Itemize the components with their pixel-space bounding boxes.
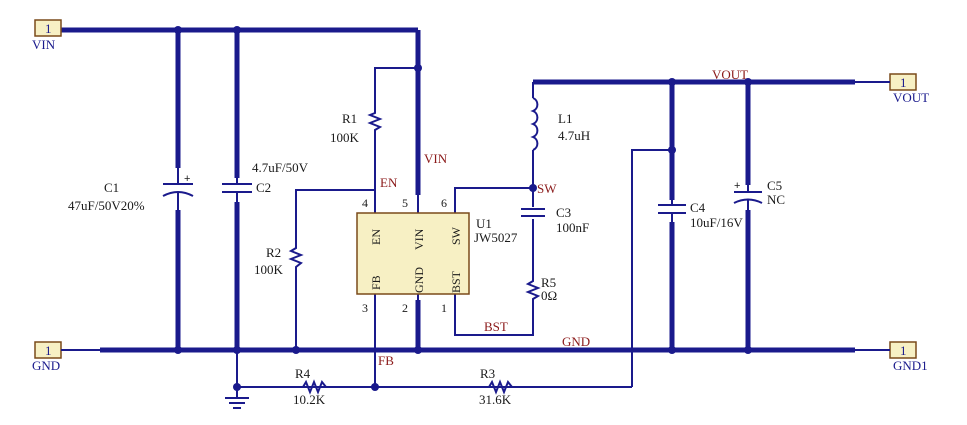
junction-dot bbox=[744, 78, 752, 86]
port-gnd-label: GND bbox=[32, 358, 60, 373]
port-vout-number: 1 bbox=[900, 75, 907, 90]
c1-ref-label: C1 bbox=[104, 180, 119, 195]
r5-value-label: 0Ω bbox=[541, 288, 557, 303]
r4-resistor-symbol bbox=[300, 379, 330, 395]
ic-pin-bst-name: BST bbox=[449, 270, 463, 293]
c3-ref-label: C3 bbox=[556, 205, 571, 220]
ic-pin-sw-number: 6 bbox=[441, 196, 447, 210]
net-label-en: EN bbox=[380, 175, 398, 190]
ic-pin-sw-name: SW bbox=[449, 226, 463, 245]
c4-ref-label: C4 bbox=[690, 200, 706, 215]
port-vin-box bbox=[34, 19, 62, 37]
r3-value-label: 31.6K bbox=[479, 392, 512, 407]
c2-capacitor-symbol bbox=[222, 178, 252, 202]
c2-value-label: 4.7uF/50V bbox=[252, 160, 309, 175]
r3-resistor-symbol bbox=[486, 379, 516, 395]
r2-resistor-symbol bbox=[288, 245, 304, 272]
port-vout-label: VOUT bbox=[893, 90, 929, 105]
junction-dot bbox=[414, 64, 422, 72]
junction-dot bbox=[174, 346, 182, 354]
r4-ref-label: R4 bbox=[295, 366, 311, 381]
ic-pin-gnd-number: 2 bbox=[402, 301, 408, 315]
junction-dot bbox=[668, 78, 676, 86]
c1-polarity-mark: + bbox=[184, 173, 190, 185]
l1-value-label: 4.7uH bbox=[558, 128, 590, 143]
r1-value-label: 100K bbox=[330, 130, 360, 145]
port-gnd-number: 1 bbox=[45, 343, 52, 358]
c5-polarity-mark: + bbox=[734, 180, 740, 192]
r1-ref-label: R1 bbox=[342, 111, 357, 126]
junction-dot bbox=[233, 26, 241, 34]
port-vin-number: 1 bbox=[45, 21, 52, 36]
c4-capacitor-symbol bbox=[658, 200, 686, 222]
l1-ref-label: L1 bbox=[558, 111, 572, 126]
junction-dot bbox=[668, 146, 676, 154]
net-label-fb: FB bbox=[378, 353, 394, 368]
ic-pin-vin-name: VIN bbox=[412, 228, 426, 250]
junction-dot bbox=[529, 184, 537, 192]
feedback-sense-wire bbox=[631, 149, 672, 387]
c5-ref-label: C5 bbox=[767, 178, 782, 193]
junction-dot bbox=[233, 383, 241, 391]
c1-capacitor-symbol bbox=[162, 168, 194, 210]
junction-dot bbox=[174, 26, 182, 34]
ic-pin-bst-number: 1 bbox=[441, 301, 447, 315]
port-vin-label: VIN bbox=[32, 37, 56, 52]
ic-ref-label: U1 bbox=[476, 216, 492, 231]
ground-icon bbox=[225, 397, 249, 409]
ic-pin-en-name: EN bbox=[369, 229, 383, 245]
ic-pin-vin-number: 5 bbox=[402, 196, 408, 210]
ic-pin-en-number: 4 bbox=[362, 196, 368, 210]
r1-top-wire bbox=[374, 67, 418, 110]
bst-wire bbox=[454, 300, 534, 336]
junction-dot bbox=[744, 346, 752, 354]
ic-part-label: JW5027 bbox=[474, 230, 518, 245]
junction-dot bbox=[414, 346, 422, 354]
ic-u1-body bbox=[356, 212, 470, 295]
net-label-vout: VOUT bbox=[712, 67, 748, 82]
ic-pin-fb-number: 3 bbox=[362, 301, 368, 315]
ic-pin-fb-name: FB bbox=[369, 275, 383, 290]
net-label-vin: VIN bbox=[424, 151, 448, 166]
en-to-r2-wire bbox=[295, 189, 375, 245]
l1-inductor-symbol bbox=[530, 97, 539, 151]
c5-value-label: NC bbox=[767, 192, 785, 207]
net-label-sw: SW bbox=[537, 181, 557, 196]
c3-value-label: 100nF bbox=[556, 220, 589, 235]
c1-value-label: 47uF/50V20% bbox=[68, 198, 145, 213]
c4-value-label: 10uF/16V bbox=[690, 215, 743, 230]
net-label-gnd: GND bbox=[562, 334, 590, 349]
r3-ref-label: R3 bbox=[480, 366, 495, 381]
ic-pin-gnd-name: GND bbox=[412, 267, 426, 293]
junction-dot bbox=[233, 346, 241, 354]
port-gnd1-number: 1 bbox=[900, 343, 907, 358]
c3-capacitor-symbol bbox=[521, 208, 545, 217]
net-label-bst: BST bbox=[484, 319, 508, 334]
r5-ref-label: R5 bbox=[541, 275, 556, 290]
r1-resistor-symbol bbox=[367, 110, 383, 133]
port-gnd1-label: GND1 bbox=[893, 358, 928, 373]
c5-capacitor-symbol bbox=[733, 185, 763, 210]
junction-dot bbox=[668, 346, 676, 354]
r4-value-label: 10.2K bbox=[293, 392, 326, 407]
r5-resistor-symbol bbox=[525, 278, 541, 302]
junction-dot bbox=[371, 383, 379, 391]
r2-value-label: 100K bbox=[254, 262, 284, 277]
r2-ref-label: R2 bbox=[266, 245, 281, 260]
c2-ref-label: C2 bbox=[256, 180, 271, 195]
junction-dot bbox=[292, 346, 300, 354]
